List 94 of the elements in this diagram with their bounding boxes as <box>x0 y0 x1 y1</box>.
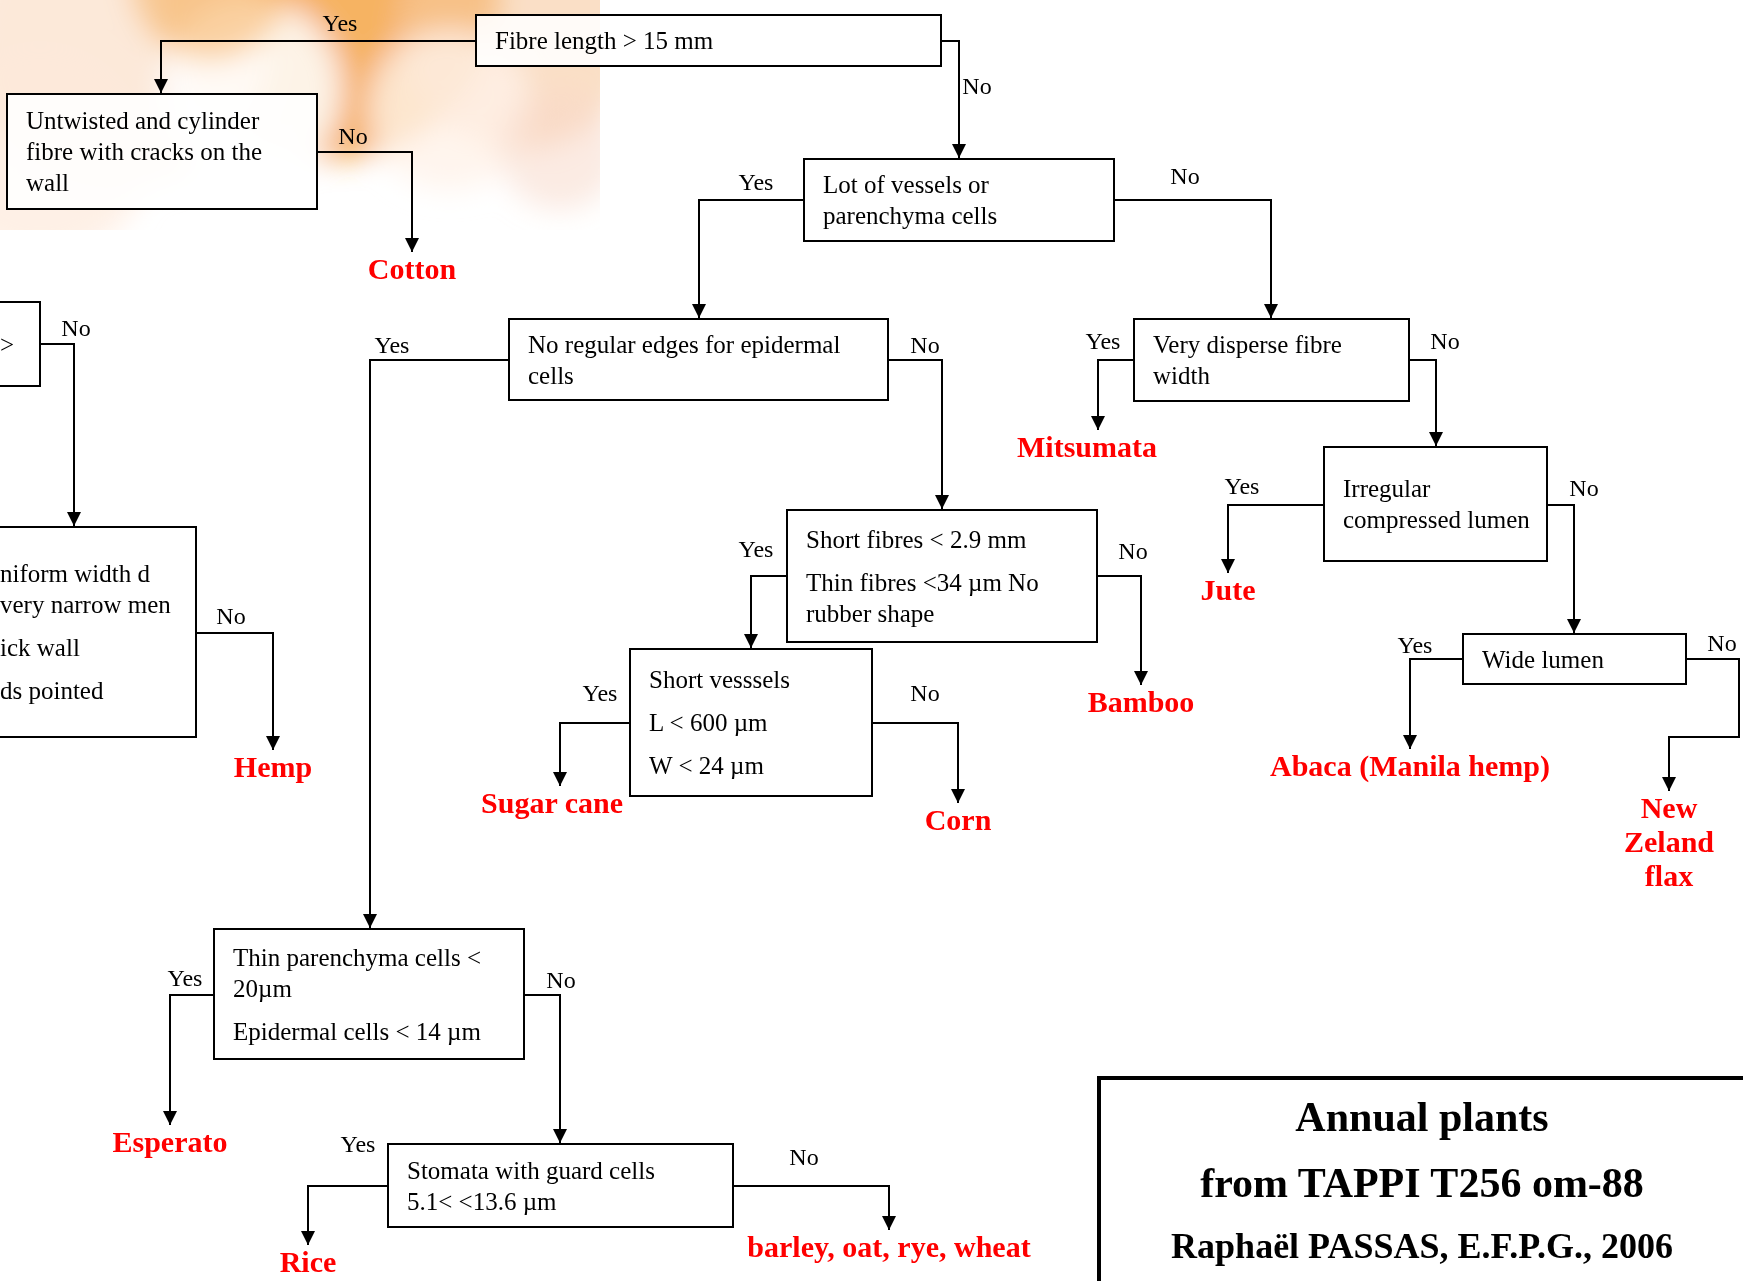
arrow <box>363 359 509 929</box>
arrow <box>301 1185 388 1246</box>
arrow <box>317 151 419 253</box>
edge-label: No <box>789 1143 819 1171</box>
decision-box <box>508 318 889 401</box>
edge-label: Yes <box>582 679 618 707</box>
title-box <box>1097 1076 1743 1281</box>
condition-text: Lot of vessels or parenchyma cells <box>823 170 999 231</box>
edge-label: No <box>216 602 246 630</box>
condition-text: Fibre length > 15 mm <box>495 26 715 56</box>
result-label: Hemp <box>223 750 323 784</box>
decision-box <box>1462 633 1687 685</box>
result-label: Rice <box>268 1245 348 1279</box>
edge-label: No <box>1118 537 1148 565</box>
arrow <box>1403 658 1463 750</box>
condition-text: ds pointed <box>0 676 105 706</box>
arrow <box>888 359 949 510</box>
arrow <box>733 1185 896 1231</box>
edge-label: No <box>338 122 368 150</box>
arrow <box>1547 504 1581 634</box>
decision-box <box>803 158 1115 242</box>
title-text: from TAPPI T256 om-88 <box>1200 1159 1644 1209</box>
edge-label: Yes <box>738 535 774 563</box>
condition-text: ick wall <box>0 633 81 663</box>
edge-label: Yes <box>374 331 410 359</box>
arrow <box>744 575 787 649</box>
edge-label: Yes <box>1085 327 1121 355</box>
decision-box <box>475 14 942 67</box>
decision-box <box>6 93 318 210</box>
edge-label: Yes <box>738 168 774 196</box>
condition-text: No regular edges for epidermal cells <box>528 329 842 391</box>
result-label: New Zeland flax <box>1604 791 1734 893</box>
decision-box <box>387 1143 734 1228</box>
arrow <box>524 994 567 1144</box>
decision-box <box>213 928 525 1060</box>
result-label: Bamboo <box>1071 685 1211 719</box>
result-label: barley, oat, rye, wheat <box>724 1230 1054 1264</box>
result-label: Cotton <box>357 252 467 286</box>
condition-text: Short vesssels <box>649 665 791 695</box>
condition-text: Thin fibres <34 µm No rubber shape <box>806 567 1040 629</box>
result-label: Esperato <box>95 1125 245 1159</box>
arrow <box>1409 359 1443 447</box>
result-label: Corn <box>913 803 1003 837</box>
edge-label: No <box>1430 327 1460 355</box>
condition-text: niform width d very narrow men <box>0 559 172 620</box>
edge-label: No <box>962 72 992 100</box>
arrow <box>872 722 965 804</box>
result-label: Mitsumata <box>1002 430 1172 464</box>
condition-text: Short fibres < 2.9 mm <box>806 524 1028 555</box>
arrow <box>154 40 476 94</box>
arrow <box>1114 199 1278 319</box>
edge-label: Yes <box>322 9 358 37</box>
arrow <box>163 994 214 1126</box>
condition-text: Wide lumen <box>1482 644 1605 675</box>
title-text: Annual plants <box>1295 1093 1549 1142</box>
edge-label: No <box>910 679 940 707</box>
arrow <box>1221 504 1324 574</box>
decision-box <box>786 509 1098 643</box>
edge-label: No <box>1707 629 1737 657</box>
condition-text: Thin parenchyma cells < 20µm <box>233 942 483 1004</box>
result-label: Sugar cane <box>472 786 632 820</box>
decision-box <box>0 526 197 738</box>
condition-text: Epidermal cells < 14 µm <box>233 1016 482 1047</box>
arrow <box>941 40 966 159</box>
edge-label: Yes <box>1397 631 1433 659</box>
edge-label: Yes <box>340 1130 376 1158</box>
arrow <box>1097 575 1148 686</box>
edge-label: No <box>1569 474 1599 502</box>
condition-text: Untwisted and cylinder fibre with cracks on the wall <box>26 106 264 198</box>
decision-box <box>1323 446 1548 562</box>
edge-label: Yes <box>167 964 203 992</box>
edge-label: No <box>910 331 940 359</box>
arrow <box>196 632 280 751</box>
decision-box <box>629 648 873 797</box>
condition-text: Stomata with guard cells 5.1< <13.6 µm <box>407 1155 656 1217</box>
arrow <box>1091 359 1134 431</box>
decision-box <box>0 301 41 387</box>
decision-box <box>1133 318 1410 402</box>
arrow <box>1662 658 1740 792</box>
result-label: Abaca (Manila hemp) <box>1245 749 1575 783</box>
arrow <box>553 722 630 787</box>
arrow <box>692 199 804 319</box>
condition-text: Irregular compressed lumen <box>1343 474 1531 535</box>
condition-text: W < 24 µm <box>649 751 765 781</box>
title-text: Raphaël PASSAS, E.F.P.G., 2006 <box>1171 1224 1673 1268</box>
condition-text: > <box>0 329 16 360</box>
condition-text: L < 600 µm <box>649 708 769 738</box>
condition-text: Very disperse fibre width <box>1153 330 1343 391</box>
edge-label: No <box>546 966 576 994</box>
result-label: Jute <box>1188 573 1268 607</box>
edge-label: Yes <box>1224 472 1260 500</box>
edge-label: No <box>61 314 91 342</box>
arrow <box>40 343 81 527</box>
edge-label: No <box>1170 162 1200 190</box>
